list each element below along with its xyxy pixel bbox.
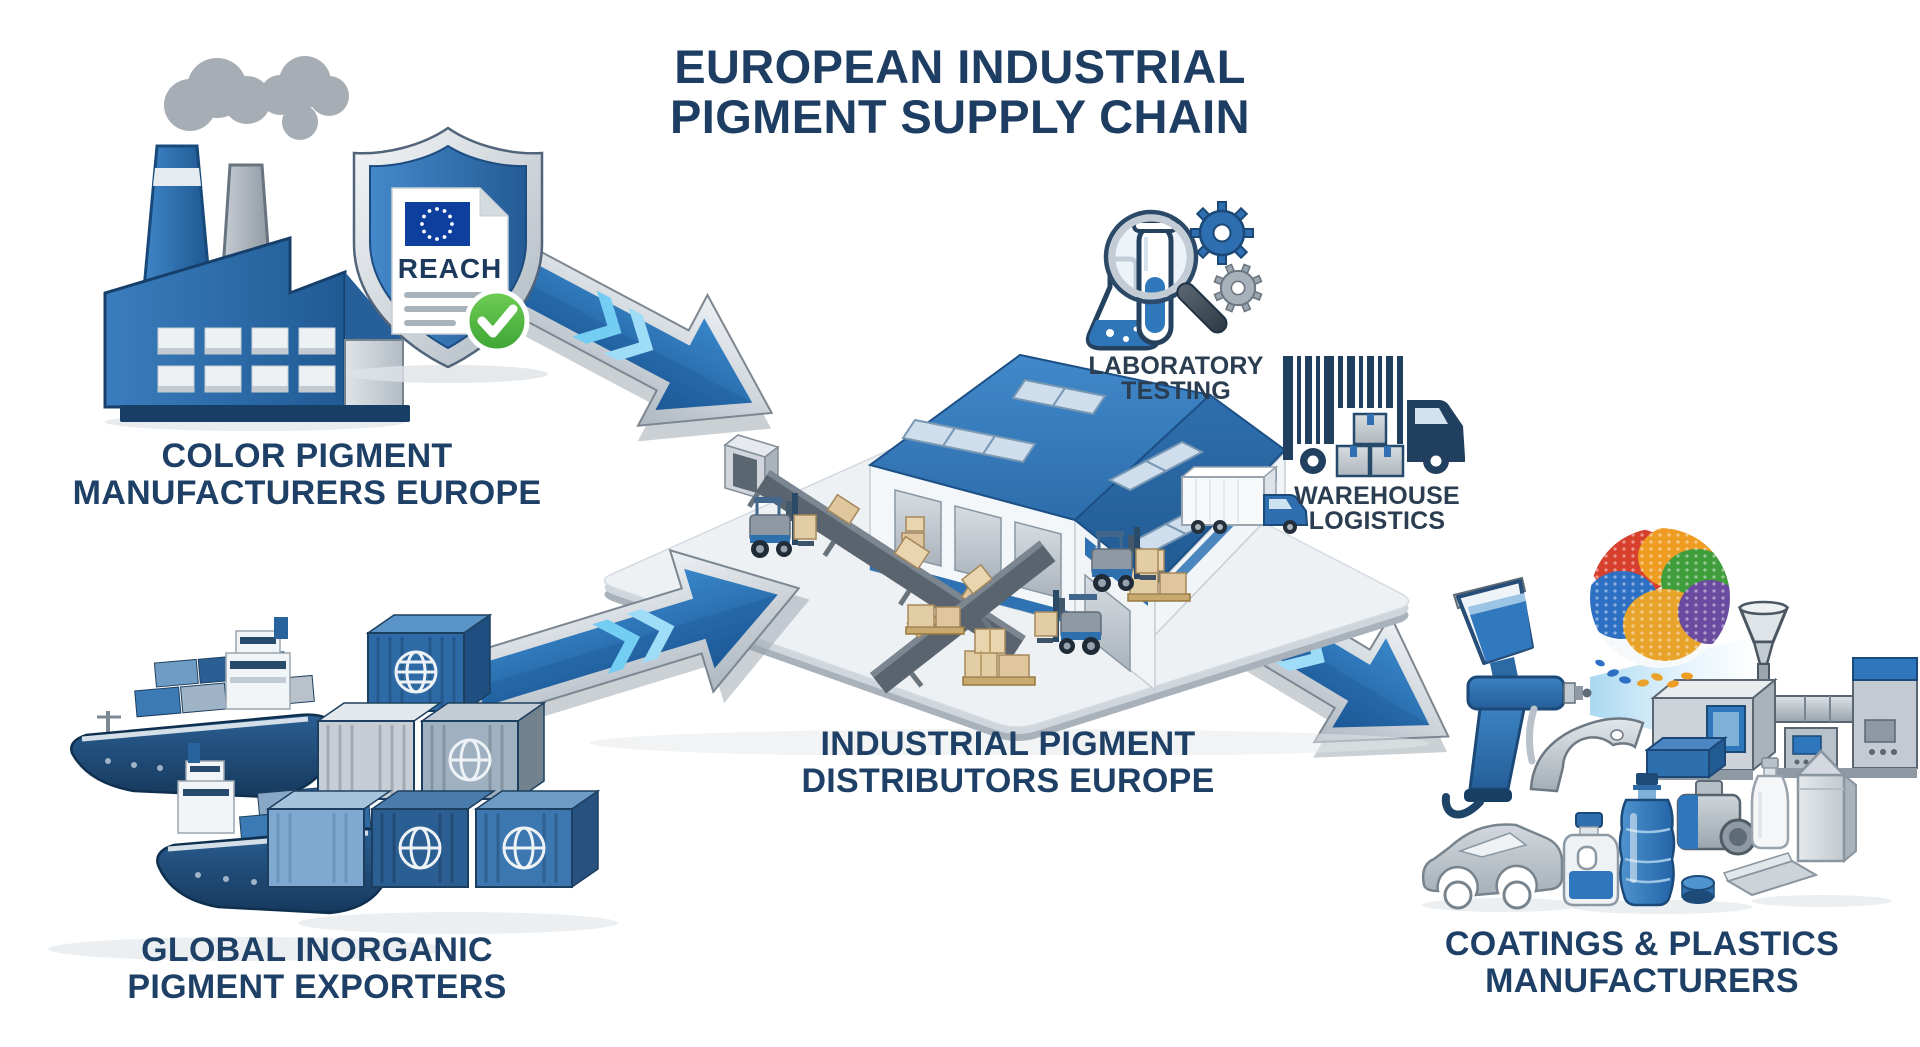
laboratory-testing-icon [1085, 201, 1263, 351]
label-warehouse-logistics: WAREHOUSE LOGISTICS [1272, 484, 1482, 534]
barcode-truck-icon [1283, 356, 1465, 478]
test-tube-icon [1132, 219, 1178, 346]
gear-icon [1213, 263, 1263, 313]
hopper [1737, 600, 1790, 685]
label-line1: GLOBAL INORGANIC [141, 931, 493, 969]
magnifier-icon [1103, 209, 1228, 334]
badge-line2: LOGISTICS [1308, 507, 1446, 535]
factory-windows [157, 327, 336, 393]
injection-unit [1852, 657, 1918, 769]
forklift-icon [749, 493, 817, 558]
gear-icon [1190, 201, 1254, 265]
cap-icon [1681, 875, 1715, 904]
factory-base [120, 405, 410, 422]
cosmetic-bottle-icon [1750, 757, 1790, 850]
forklift-icon [1034, 590, 1102, 655]
title-line1: EUROPEAN INDUSTRIAL [674, 40, 1246, 93]
pigment-pellets-icon [1590, 528, 1730, 688]
water-bottle-icon [1618, 773, 1676, 907]
car-fender-icon [1529, 717, 1645, 793]
label-global-inorganic-exporters: GLOBAL INORGANIC PIGMENT EXPORTERS [57, 932, 577, 1006]
camera-icon [1676, 780, 1757, 856]
shipping-containers-icon [265, 613, 601, 889]
smoke-icon [164, 56, 349, 140]
eu-flag-icon [405, 202, 470, 246]
parcel-boxes [1335, 412, 1405, 478]
reach-label: REACH [398, 253, 503, 284]
label-line2: PIGMENT EXPORTERS [127, 968, 507, 1006]
end-products-group [1421, 749, 1892, 914]
detergent-bottle-icon [1562, 812, 1620, 907]
title-line2: PIGMENT SUPPLY CHAIN [670, 90, 1250, 143]
spray-gun-icon [1441, 576, 1592, 819]
paper-bag-icon [1795, 749, 1857, 864]
reach-shield-icon: REACH [348, 126, 548, 383]
badge-line2: TESTING [1121, 377, 1231, 405]
conveyor-icon [747, 470, 1056, 694]
label-line2: MANUFACTURERS [1485, 962, 1799, 1000]
pouch-icon [1722, 852, 1819, 897]
label-line1: COLOR PIGMENT [161, 437, 453, 475]
delivery-truck-icon [1179, 465, 1309, 534]
page-title: EUROPEAN INDUSTRIAL PIGMENT SUPPLY CHAIN [570, 42, 1350, 142]
label-line2: DISTRIBUTORS EUROPE [801, 762, 1215, 800]
label-industrial-pigment-distributors: INDUSTRIAL PIGMENT DISTRIBUTORS EUROPE [748, 726, 1268, 800]
label-line2: MANUFACTURERS EUROPE [72, 474, 542, 512]
car-body-icon [1421, 823, 1564, 910]
factory-icon [103, 56, 410, 431]
exporter-node-illustration [48, 613, 618, 961]
badge-line1: WAREHOUSE [1294, 482, 1460, 510]
label-line1: COATINGS & PLASTICS [1444, 925, 1840, 963]
barcode-bars [1283, 356, 1403, 460]
checkmark-icon [464, 288, 530, 354]
pellet-crate [1645, 736, 1728, 779]
pellet-spill [1595, 659, 1693, 688]
badge-line1: LABORATORY [1088, 352, 1264, 380]
cargo-ship-icon [70, 617, 334, 799]
injection-molding-machine-icon [1645, 600, 1918, 780]
label-coatings-plastics-manufacturers: COATINGS & PLASTICS MANUFACTURERS [1397, 926, 1887, 1000]
distributor-node-illustration [590, 353, 1430, 755]
forklift-icon [1091, 527, 1159, 592]
label-line1: INDUSTRIAL PIGMENT [820, 725, 1196, 763]
reach-document: REACH [391, 186, 530, 354]
label-color-pigment-manufacturers: COLOR PIGMENT MANUFACTURERS EUROPE [37, 438, 577, 512]
flow-arrow-icon [454, 548, 810, 734]
label-laboratory-testing: LABORATORY TESTING [1071, 354, 1281, 404]
platform-shadow [590, 729, 1430, 755]
